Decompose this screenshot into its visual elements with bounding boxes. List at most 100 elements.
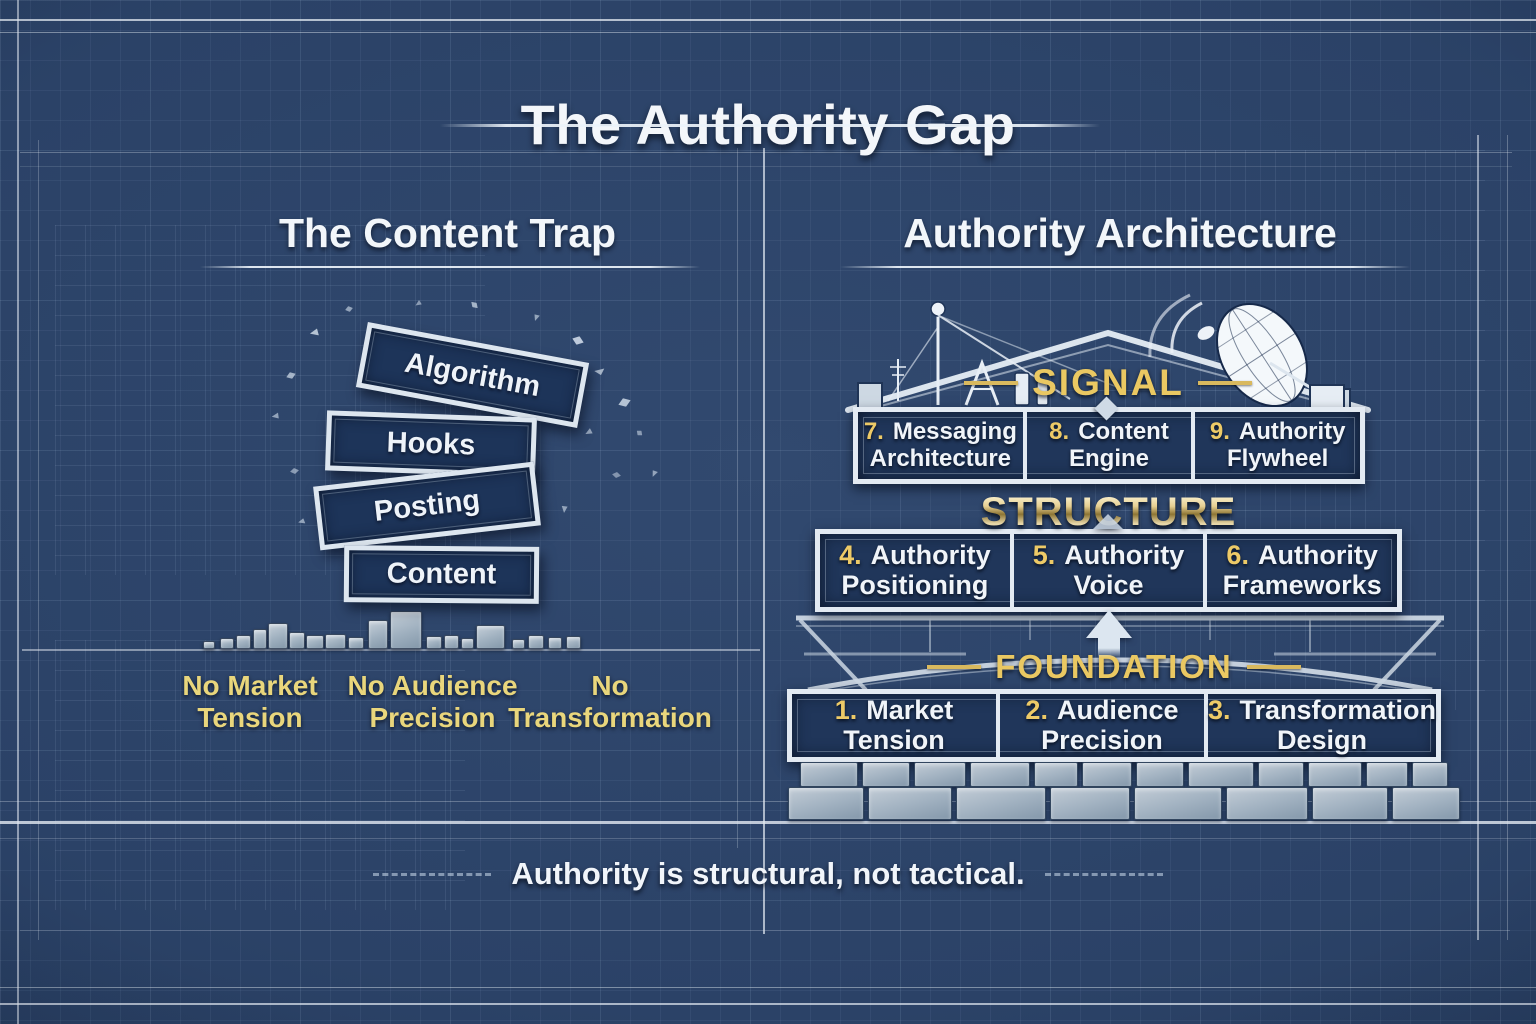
debris-shard	[271, 410, 282, 420]
rubble-block	[268, 623, 288, 649]
stone-block	[956, 787, 1046, 820]
stone-block	[1412, 762, 1448, 787]
section-line-2	[20, 166, 1512, 167]
stone-block	[914, 762, 966, 787]
cell-line2: Architecture	[869, 444, 1012, 472]
debris-shard	[285, 371, 297, 381]
stone-block	[970, 762, 1030, 787]
gold-dash	[927, 665, 982, 669]
missing-label-transformation: No Transformation	[505, 670, 715, 734]
stone-block	[1082, 762, 1132, 787]
debris-shard	[531, 312, 541, 321]
stone-block	[800, 762, 858, 787]
cell-line1: Messaging	[892, 418, 1017, 446]
signal-cell-7: 7. Messaging Architecture	[858, 412, 1023, 479]
rubble-block	[368, 620, 388, 649]
trap-box-content: Content	[343, 545, 540, 604]
foundation-cell-3: 3.Transformation Design	[1203, 694, 1436, 757]
gold-dash	[1197, 381, 1252, 385]
stone-block	[788, 787, 864, 820]
rubble-block	[426, 636, 442, 649]
trap-box-posting: Posting	[313, 461, 541, 551]
trap-box-label: Content	[386, 557, 497, 591]
missing-line1: No Audience	[347, 670, 518, 701]
rubble-block	[512, 639, 525, 649]
rubble-block	[306, 635, 324, 649]
cell-line2: Design	[1276, 724, 1367, 755]
rubble-block	[548, 637, 562, 649]
cell-line1: Market	[866, 694, 954, 725]
up-arrow-icon	[1093, 514, 1123, 529]
stone-block	[1308, 762, 1362, 787]
signal-row: 7.Messaging Architecture 8.Content Engin…	[853, 407, 1365, 484]
cell-line1: Authority	[870, 539, 991, 570]
rubble-ground-line	[22, 649, 760, 651]
rubble-block	[289, 632, 305, 649]
rubble-block	[461, 638, 474, 649]
tagline: Authority is structural, not tactical.	[0, 856, 1536, 892]
debris-shard	[559, 503, 570, 514]
cell-line1: Audience	[1056, 694, 1179, 725]
foundation-cell-2: 2. Audience Precision	[995, 694, 1204, 757]
cell-line2: Precision	[1041, 724, 1163, 755]
tagline-dash-right	[1044, 872, 1163, 876]
cell-number: 9.	[1209, 418, 1230, 446]
frame-line-top	[0, 19, 1536, 21]
stone-block	[868, 787, 952, 820]
signal-cell-9: 9.Authority Flywheel	[1191, 412, 1360, 479]
cell-number: 5.	[1032, 539, 1056, 570]
frame-line-right-2	[1507, 135, 1508, 940]
satellite-dish-icon	[1148, 293, 1345, 410]
cell-line1: Authority	[1257, 539, 1378, 570]
tagline-dash-left	[373, 872, 492, 876]
stone-block	[1134, 787, 1222, 820]
signal-cell-8: 8.Content Engine	[1022, 412, 1192, 479]
debris-shard	[594, 365, 607, 377]
cell-line2: Frameworks	[1222, 569, 1382, 600]
left-title-underline	[200, 266, 700, 268]
debris-shard	[344, 305, 353, 313]
ground-line	[0, 821, 1536, 824]
cell-line2: Voice	[1073, 569, 1144, 600]
rubble-block	[528, 635, 544, 649]
structure-cell-4: 4.Authority Positioning	[820, 534, 1010, 607]
stone-block	[1136, 762, 1184, 787]
trap-box-label: Hooks	[386, 425, 476, 462]
up-arrow-icon	[1086, 610, 1132, 638]
missing-line1: No	[591, 670, 629, 701]
signal-level-label: SIGNAL	[808, 362, 1408, 404]
title-underline	[440, 124, 1100, 127]
ground-line-2	[0, 838, 1536, 839]
cell-line1: Content	[1078, 418, 1169, 446]
debris-shard	[649, 469, 659, 478]
debris-shard	[290, 467, 300, 474]
stone-block	[1258, 762, 1304, 787]
rubble-block	[566, 636, 581, 649]
stone-block	[1392, 787, 1460, 820]
structure-cell-5: 5. Authority Voice	[1009, 534, 1204, 607]
missing-line2: Tension	[197, 702, 303, 734]
debris-shard	[617, 396, 632, 409]
roof-sketch	[845, 293, 1371, 413]
foundation-level-label: FOUNDATION	[814, 648, 1414, 686]
rubble-block	[236, 635, 251, 649]
cell-line1: Authority	[1064, 539, 1185, 570]
cell-number: 2.	[1025, 694, 1048, 725]
frame-line-bottom-2	[0, 987, 1536, 988]
cell-line2: Positioning	[841, 569, 989, 600]
rubble-block	[325, 634, 346, 649]
stone-block	[1312, 787, 1388, 820]
antenna-mast-icon	[887, 301, 1123, 406]
right-panel-title: Authority Architecture	[903, 210, 1337, 256]
panel-divider	[763, 148, 765, 934]
foundation-cell-1: 1.Market Tension	[792, 694, 996, 757]
rubble-block	[203, 641, 215, 649]
debris-shard	[415, 299, 423, 306]
cell-number: 8.	[1049, 418, 1070, 446]
tagline-text: Authority is structural, not tactical.	[511, 856, 1025, 891]
debris-shard	[612, 471, 622, 478]
foundation-row: 1.Market Tension 2. Audience Precision 3.…	[787, 689, 1441, 762]
cell-number: 7.	[863, 418, 884, 446]
frame-line-bottom	[0, 1003, 1536, 1005]
rubble-block	[444, 635, 459, 649]
